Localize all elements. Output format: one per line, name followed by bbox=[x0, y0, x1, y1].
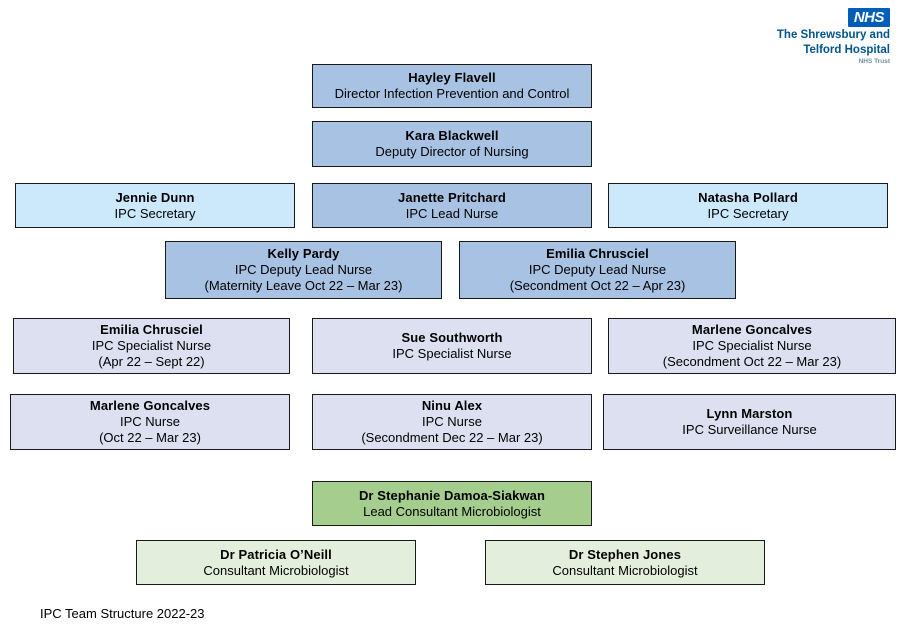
org-node-note: (Apr 22 – Sept 22) bbox=[98, 354, 205, 369]
org-node-role: IPC Nurse bbox=[120, 414, 180, 429]
org-node-role: IPC Specialist Nurse bbox=[392, 346, 512, 361]
org-node-role: Consultant Microbiologist bbox=[203, 562, 349, 578]
org-node-name: Ninu Alex bbox=[421, 398, 483, 413]
org-node-name: Janette Pritchard bbox=[398, 189, 506, 205]
org-node-name: Kelly Pardy bbox=[267, 246, 340, 261]
org-node-role: Director Infection Prevention and Contro… bbox=[334, 86, 570, 101]
org-node-note: (Secondment Oct 22 – Mar 23) bbox=[662, 354, 842, 369]
org-node-role: IPC Specialist Nurse bbox=[91, 338, 212, 353]
org-node-name: Kara Blackwell bbox=[405, 128, 499, 143]
org-node-role: IPC Deputy Lead Nurse bbox=[528, 262, 667, 277]
org-node-name: Jennie Dunn bbox=[115, 189, 195, 205]
org-node-role: IPC Lead Nurse bbox=[405, 205, 499, 221]
nhs-trust-logo: NHS The Shrewsbury and Telford Hospital … bbox=[770, 8, 890, 66]
org-node-name: Dr Stephanie Damoa-Siakwan bbox=[358, 487, 546, 503]
trust-name-subtitle: NHS Trust bbox=[858, 58, 890, 65]
org-node-name: Dr Stephen Jones bbox=[568, 546, 682, 562]
trust-name-line1: The Shrewsbury and bbox=[776, 29, 890, 41]
org-node-note: (Secondment Dec 22 – Mar 23) bbox=[361, 430, 543, 445]
org-node-role: Consultant Microbiologist bbox=[552, 562, 698, 578]
org-node-role: Deputy Director of Nursing bbox=[375, 144, 529, 159]
org-node-note: (Secondment Oct 22 – Apr 23) bbox=[509, 278, 686, 293]
org-node-name: Marlene Goncalves bbox=[691, 322, 813, 337]
org-node-name: Natasha Pollard bbox=[698, 189, 798, 205]
org-node-role: IPC Secretary bbox=[707, 205, 789, 221]
chart-caption: IPC Team Structure 2022-23 bbox=[40, 606, 205, 621]
org-node-name: Emilia Chrusciel bbox=[100, 322, 203, 337]
org-node-name: Hayley Flavell bbox=[408, 70, 496, 85]
org-node-role: IPC Specialist Nurse bbox=[692, 338, 812, 353]
org-node-role: IPC Secretary bbox=[114, 205, 196, 221]
nhs-logo-mark: NHS bbox=[847, 8, 890, 27]
org-node-note: (Oct 22 – Mar 23) bbox=[99, 430, 201, 445]
org-node-name: Dr Patricia O’Neill bbox=[220, 546, 332, 562]
trust-name-line2: Telford Hospital bbox=[803, 43, 890, 56]
org-node-role: IPC Surveillance Nurse bbox=[682, 422, 817, 437]
org-node-role: IPC Deputy Lead Nurse bbox=[234, 262, 373, 277]
org-node-name: Emilia Chrusciel bbox=[546, 246, 649, 261]
org-node-role: Lead Consultant Microbiologist bbox=[363, 503, 541, 519]
org-node-name: Lynn Marston bbox=[706, 406, 793, 421]
org-node-name: Marlene Goncalves bbox=[89, 398, 211, 413]
org-node-note: (Maternity Leave Oct 22 – Mar 23) bbox=[204, 278, 403, 293]
org-node-name: Sue Southworth bbox=[401, 330, 503, 345]
org-node-role: IPC Nurse bbox=[422, 414, 482, 429]
